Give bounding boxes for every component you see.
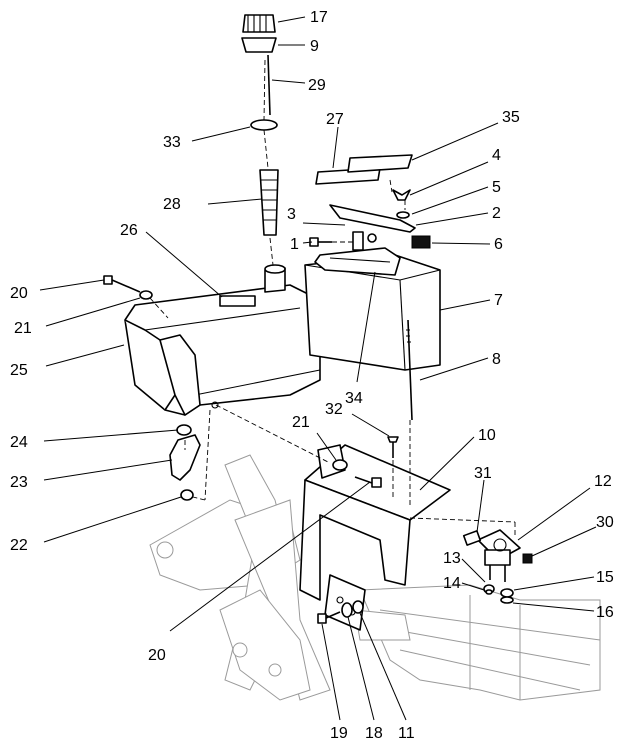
fuel-hose-23 [169,434,201,481]
callout-30: 30 [596,514,614,531]
callout-29: 29 [308,77,326,94]
callout-8: 8 [492,351,501,368]
washer-14 [485,589,493,595]
battery-strap [329,204,416,233]
wing-nut [392,189,411,201]
callout-22: 22 [10,537,28,554]
lock-washer-21-lower [332,459,348,471]
callout-12: 12 [594,473,612,490]
callout-14: 14 [443,575,461,592]
nut-30 [522,553,533,564]
callout-33: 33 [163,134,181,151]
nut-22 [180,489,194,501]
callout-31: 31 [474,465,492,482]
bolt-20-upper [103,275,141,293]
callout-1: 1 [290,236,299,253]
battery [304,235,441,371]
lock-washer-21-upper [139,290,153,300]
battery-clamp [352,231,364,251]
callout-18: 18 [365,725,383,742]
fuel-gauge-rod [267,54,271,116]
assembly-lines [149,59,516,535]
washer-16 [500,596,514,604]
washer [396,211,410,219]
callout-27: 27 [326,111,344,128]
tractor-frame [149,454,601,701]
callout-24: 24 [10,434,28,451]
leader-lines [39,16,597,721]
callout-16: 16 [596,604,614,621]
warning-decal-35 [347,154,413,173]
callout-20-upper: 20 [10,285,28,302]
callout-20-lower: 20 [148,647,166,664]
callout-10: 10 [478,427,496,444]
callout-25: 25 [10,362,28,379]
callout-15: 15 [596,569,614,586]
callout-3: 3 [287,206,296,223]
callout-23: 23 [10,474,28,491]
callout-26: 26 [120,222,138,239]
washer-18 [341,602,353,618]
callout-4: 4 [492,147,501,164]
nut-15 [500,588,514,598]
callout-6: 6 [494,236,503,253]
insulator-31 [462,530,482,546]
bolt-1 [309,237,332,247]
starter-solenoid [477,529,521,582]
screw-32 [387,436,399,458]
bolt-19 [317,611,341,624]
callout-7: 7 [494,292,503,309]
callout-11: 11 [398,725,415,742]
hold-down-rod [406,319,413,421]
callout-21-upper: 21 [14,320,32,337]
callout-numbers: 17 9 29 33 27 35 4 5 2 3 1 6 7 8 28 26 2… [10,9,614,742]
callout-2: 2 [492,205,501,222]
filler-neck-hose [259,169,279,236]
callout-13: 13 [443,550,461,567]
callout-35: 35 [502,109,520,126]
hose-clamp-24 [176,424,192,436]
callout-9: 9 [310,38,319,55]
nut-11 [352,600,364,614]
callout-5: 5 [492,179,501,196]
callout-17: 17 [310,9,328,26]
clamp-nut [367,233,377,243]
callout-32: 32 [325,401,343,418]
callout-34: 34 [345,390,363,407]
callout-21-lower: 21 [292,414,310,431]
callout-19: 19 [330,725,348,742]
fuel-cap [241,14,277,53]
o-ring [250,119,278,131]
callout-28: 28 [163,196,181,213]
fuel-tank [124,264,321,416]
